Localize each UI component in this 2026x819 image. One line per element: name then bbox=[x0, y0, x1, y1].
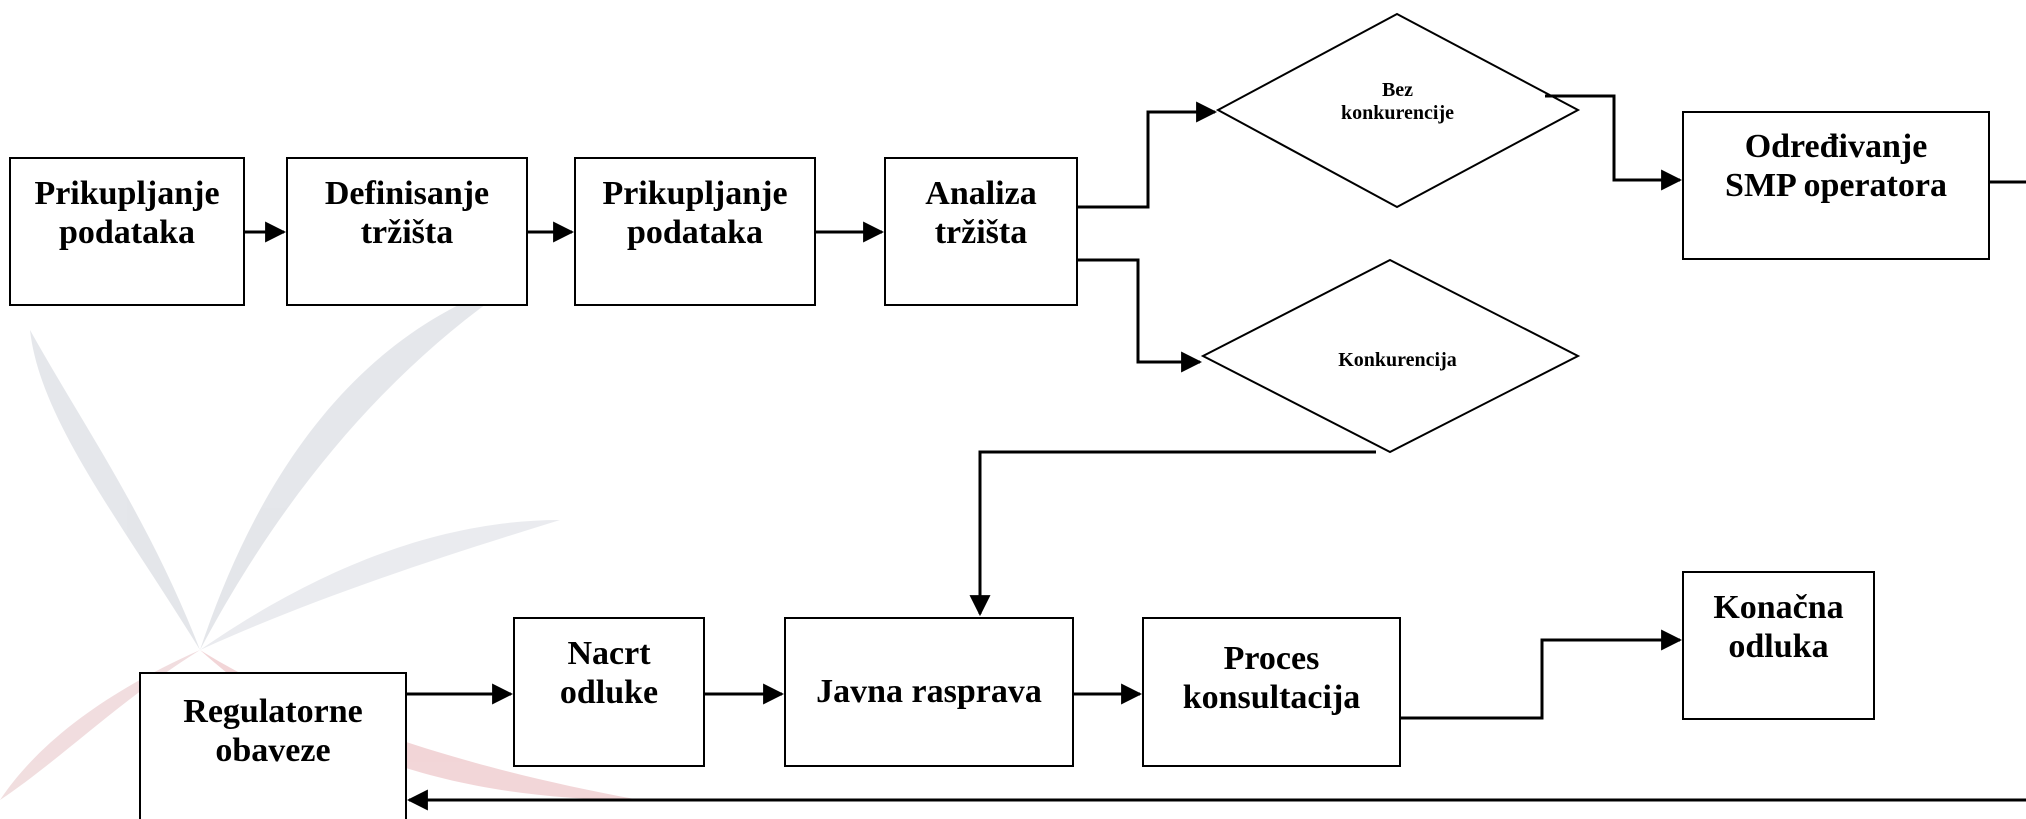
watermark-petal bbox=[200, 650, 640, 800]
box-definisanje bbox=[286, 157, 528, 306]
box-proces bbox=[1142, 617, 1401, 767]
label-javna: Javna rasprava bbox=[816, 673, 1042, 711]
label-prikupljanje-2: Prikupljanje podataka bbox=[602, 174, 788, 251]
box-konacna bbox=[1682, 571, 1875, 720]
watermark-petal bbox=[0, 650, 200, 800]
label-regulatorne: Regulatorne obaveze bbox=[183, 692, 363, 769]
label-prikupljanje-1: Prikupljanje podataka bbox=[34, 174, 220, 251]
box-nacrt bbox=[513, 617, 705, 767]
box-smp bbox=[1682, 111, 1990, 260]
box-regulatorne bbox=[139, 672, 407, 819]
label-analiza: Analiza tržišta bbox=[925, 174, 1037, 251]
diamond-konkurencija bbox=[1200, 258, 1581, 454]
label-konkurencija: Konkurencija bbox=[1338, 348, 1457, 371]
watermark-logo bbox=[0, 280, 640, 800]
box-analiza bbox=[884, 157, 1078, 306]
arrow-analyze-bez bbox=[1077, 101, 1218, 209]
label-nacrt: Nacrt odluke bbox=[559, 634, 659, 711]
diamond-bez-konkurencije bbox=[1215, 12, 1581, 209]
label-bez-konkurencije: Bez konkurencije bbox=[1341, 79, 1454, 124]
watermark-petal bbox=[200, 280, 520, 650]
arrow-bez-smp bbox=[1545, 94, 1683, 191]
box-javna bbox=[784, 617, 1074, 767]
label-definisanje: Definisanje tržišta bbox=[324, 174, 490, 251]
label-smp: Određivanje SMP operatora bbox=[1725, 127, 1947, 204]
label-konacna: Konačna odluka bbox=[1713, 588, 1844, 665]
arrow-analyze-konkurencija bbox=[1077, 258, 1203, 373]
watermark-petal bbox=[30, 330, 200, 650]
arrow-konkurencija-javna bbox=[969, 450, 1376, 617]
label-proces: Proces konsultacija bbox=[1182, 639, 1361, 716]
arrow-proces-konacna bbox=[1400, 629, 1683, 720]
